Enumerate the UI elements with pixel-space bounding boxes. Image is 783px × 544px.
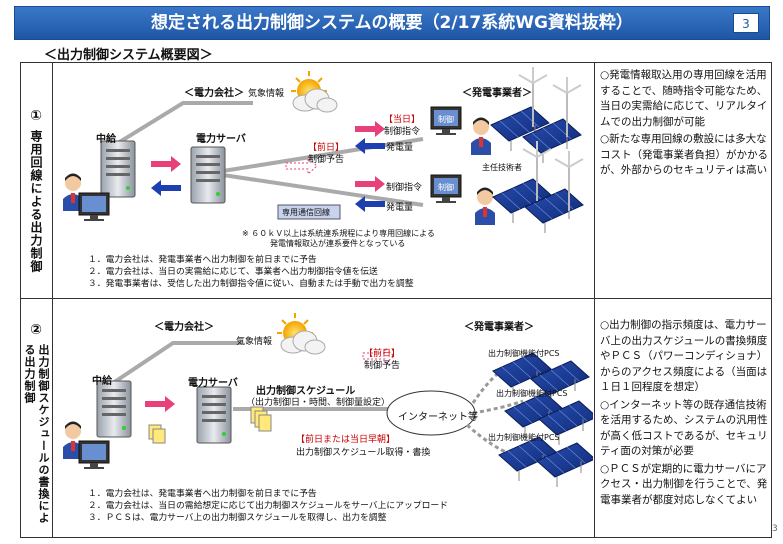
server-label-s2: 電力サーバ — [188, 378, 238, 389]
pcs-label-2: 出力制御機能付PCS — [496, 389, 568, 398]
weather-icon-s1 — [291, 71, 338, 113]
note-s1-2: ２．電力会社は、当日の実需給に応じて、事業者へ出力制御指令値を伝送 — [88, 267, 378, 277]
note-s2-1: １．電力会社は、発電事業者へ出力制御を前日までに予告 — [88, 489, 317, 499]
power-server-icon-s1 — [190, 146, 226, 204]
fetch-label-s2: 【前日または当日早朝】 — [296, 435, 396, 445]
schedule-detail-s2: （出力制御日・時間、制御量設定） — [246, 398, 391, 408]
network-lines-s1 — [116, 101, 424, 207]
exchange-arrows-s1 — [151, 156, 181, 196]
control-box-label-2: 制御 — [438, 183, 454, 192]
producer-site-2 — [430, 140, 584, 234]
weather-icon-s2 — [277, 313, 326, 355]
notes-s1: １．電力会社は、発電事業者へ出力制御を前日までに予告 ２．電力会社は、当日の実需… — [88, 254, 414, 290]
dedicated-line-label: 専用通信回線 — [282, 208, 330, 217]
power-server-icon-s2 — [196, 386, 232, 444]
diagram-canvas — [63, 66, 593, 488]
slide-title: 想定される出力制御システムの概要（2/17系統WG資料抜粋） — [151, 13, 633, 33]
row-divider — [20, 298, 772, 299]
description-s1: ○発電情報取込用の専用回線を活用することで、随時指令可能なため、当日の実需給に応… — [600, 68, 770, 181]
weather-label-s1: 気象情報 — [248, 89, 285, 99]
internet-label: インターネット等 — [398, 412, 478, 423]
section2-title: 出力制御スケジュールの書換による出力制御 — [23, 344, 50, 524]
page-number-badge: 3 — [733, 13, 759, 33]
control-cmd-label-s1: 制御指令 — [384, 127, 421, 137]
pcs-label-1: 出力制御機能付PCS — [488, 349, 560, 358]
description-s1-2: ○新たな専用回線の敷設には多大なコスト（発電事業者負担）がかかるが、外部からのセ… — [600, 133, 768, 176]
section2-number: ② — [30, 322, 42, 338]
producer-label-s2: ＜発電事業者＞ — [464, 322, 534, 333]
upload-arrow-s2 — [145, 396, 175, 412]
engineer-label: 主任技術者 — [482, 163, 522, 172]
table-frame — [20, 62, 772, 538]
dedicated-line-box — [277, 204, 341, 220]
power-company-label-s1: ＜電力会社＞ — [184, 88, 244, 99]
schedule-label-s2: 出力制御スケジュール — [256, 386, 356, 397]
prev-day-label-s1: 【前日】 — [308, 143, 345, 153]
diagram-subtitle: ＜出力制御システム概要図＞ — [44, 48, 213, 63]
section1-number: ① — [30, 108, 42, 124]
note-s2-3: ３．ＰＣＳは、電力サーバ上の出力制御スケジュールを取得し、出力を調整 — [88, 513, 387, 523]
description-s2-1: ○出力制御の指示頻度は、電力サーバ上の出力スケジュールの書換頻度やＰＣＳ（パワー… — [600, 319, 768, 393]
label-column-divider — [52, 62, 53, 538]
notice-label-s2: 制御予告 — [364, 361, 401, 371]
pcs-label-3: 出力制御機能付PCS — [488, 433, 560, 442]
notice-label-s1: 制御予告 — [308, 155, 345, 165]
note-s1-1: １．電力会社は、発電事業者へ出力制御を前日までに予告 — [88, 255, 317, 265]
central-label-s1: 中給 — [96, 134, 116, 145]
generation2-label-s1: 発電量 — [386, 203, 414, 213]
footnote-line1: ※ ６０ｋＶ以上は系統連系規程により専用回線による — [242, 229, 435, 238]
producer-label-s1: ＜発電事業者＞ — [462, 88, 532, 99]
central-server-icon-s2 — [96, 380, 132, 438]
generation-label-s1: 発電量 — [386, 143, 414, 153]
central-server-icon-s1 — [100, 140, 136, 198]
control-cmd2-label-s1: 制御指令 — [386, 183, 423, 193]
laptop-icon-s2 — [78, 440, 110, 470]
control-box-label-1: 制御 — [438, 115, 454, 124]
laptop-icon-s1 — [78, 192, 110, 222]
notice-arrow-s1 — [285, 156, 318, 176]
note-s2-2: ２．電力会社は、当日の需給想定に応じて出力制御スケジュールをサーバ上にアップロー… — [88, 501, 448, 511]
control-arrows-s1 — [355, 121, 385, 212]
section1-label: ① 専用回線による出力制御 — [20, 108, 52, 273]
footnote-line2: 発電情報取込が連系要件となっている — [270, 239, 406, 248]
description-s2: ○出力制御の指示頻度は、電力サーバ上の出力スケジュールの書換頻度やＰＣＳ（パワー… — [600, 318, 770, 510]
description-s2-2: ○インターネット等の既存通信技術を活用するため、システムの汎用性が高く低コストで… — [600, 398, 768, 458]
section2-label: ② 出力制御スケジュールの書換による出力制御 — [20, 322, 52, 534]
power-company-label-s2: ＜電力会社＞ — [154, 322, 214, 333]
server-label-s1: 電力サーバ — [196, 134, 246, 145]
description-s2-3: ○ＰＣＳが定期的に電力サーバにアクセス・出力制御を行うことで、発電事業者が都度対… — [600, 462, 768, 506]
notes-s2: １．電力会社は、発電事業者へ出力制御を前日までに予告 ２．電力会社は、当日の需給… — [88, 488, 448, 524]
producer-site-1 — [430, 66, 582, 164]
description-s1-1: ○発電情報取込用の専用回線を活用することで、随時指令可能なため、当日の実需給に応… — [600, 69, 768, 128]
notice-arrow-s2 — [362, 346, 395, 366]
prev-day-label-s2: 【前日】 — [364, 349, 401, 359]
note-s1-3: ３．発電事業者は、受信した出力制御指令値に従い、自動または手動で出力を調整 — [88, 279, 414, 289]
fetch-detail-s2: 出力制御スケジュール取得・書換 — [296, 448, 431, 458]
page-corner-number: 3 — [772, 524, 778, 534]
weather-label-s2: 気象情報 — [236, 337, 273, 347]
section1-title: 専用回線による出力制御 — [29, 130, 43, 273]
slide-title-bar: 想定される出力制御システムの概要（2/17系統WG資料抜粋） 3 — [14, 6, 770, 40]
central-label-s2: 中給 — [92, 376, 112, 387]
same-day-label-s1: 【当日】 — [384, 115, 421, 125]
description-column-divider — [594, 62, 595, 538]
schedule-docs-s2 — [148, 406, 272, 444]
